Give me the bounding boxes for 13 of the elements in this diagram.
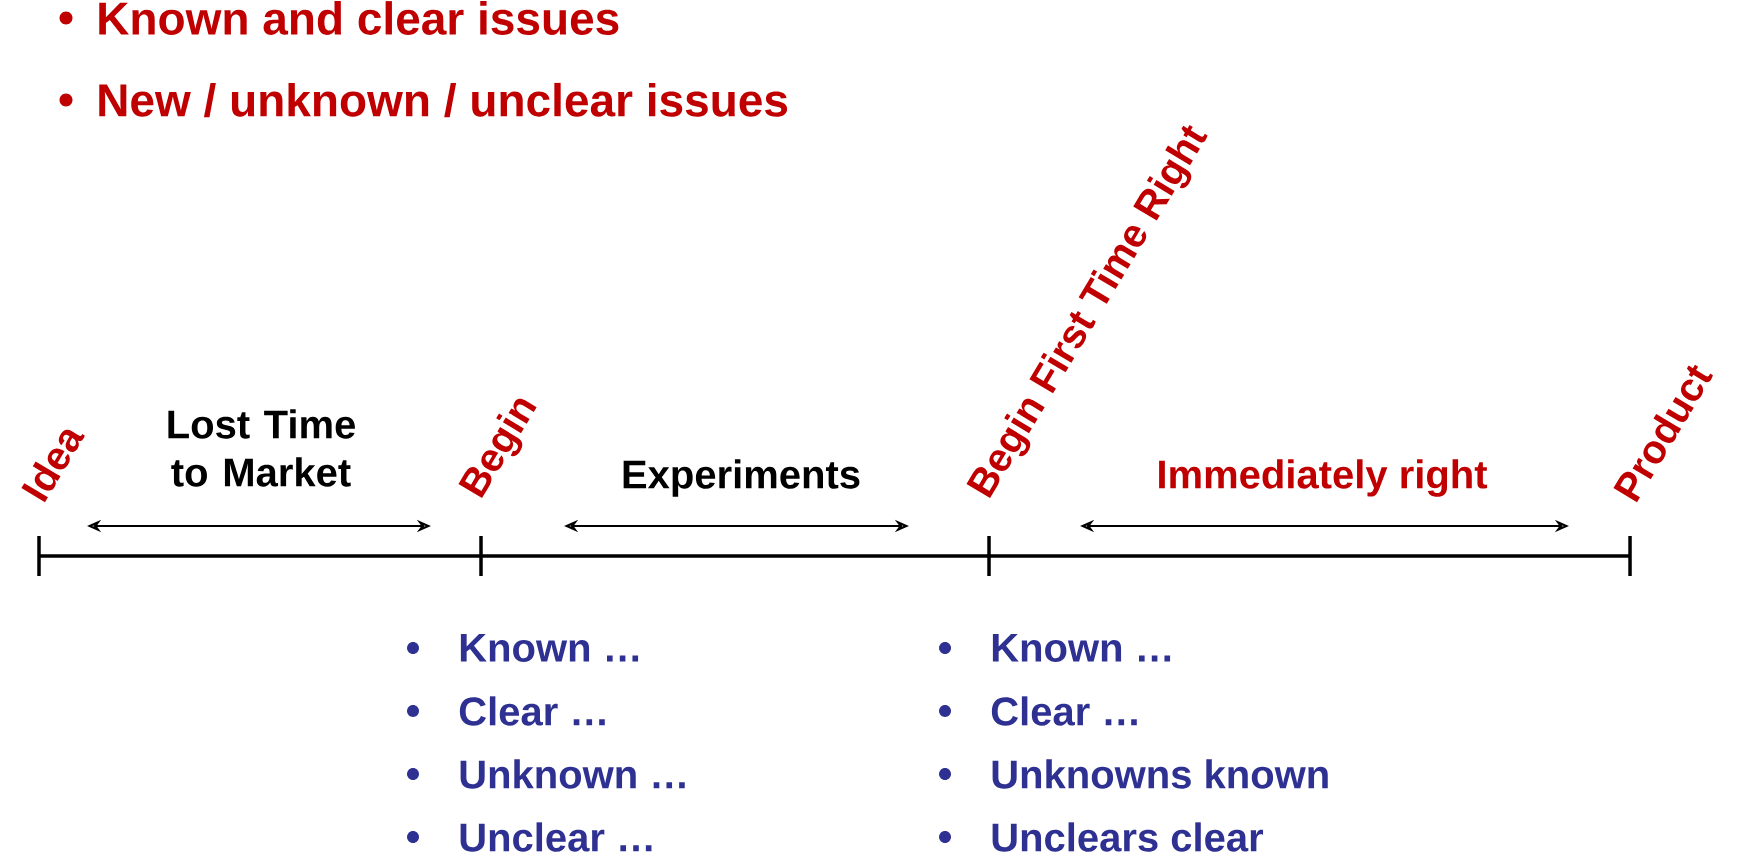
list-item: Clear … [991, 696, 1137, 726]
list-item: Known … [992, 634, 1171, 662]
span-label: Immediately right [1159, 459, 1488, 497]
span-label: Experiments [623, 459, 860, 497]
list-item: Unclear … [460, 822, 652, 852]
list-item: Unknown … [460, 759, 685, 789]
list-item: Known … [460, 634, 639, 662]
list-item: Known and clear issues [99, 1, 619, 35]
list-item: Unknowns known [992, 759, 1328, 789]
list-item: Clear … [459, 696, 605, 726]
list-item: New / unknown / unclear issues [99, 82, 788, 118]
list-item: Unclears clear [992, 822, 1264, 852]
span-label: Lost Time to Market [168, 409, 355, 487]
